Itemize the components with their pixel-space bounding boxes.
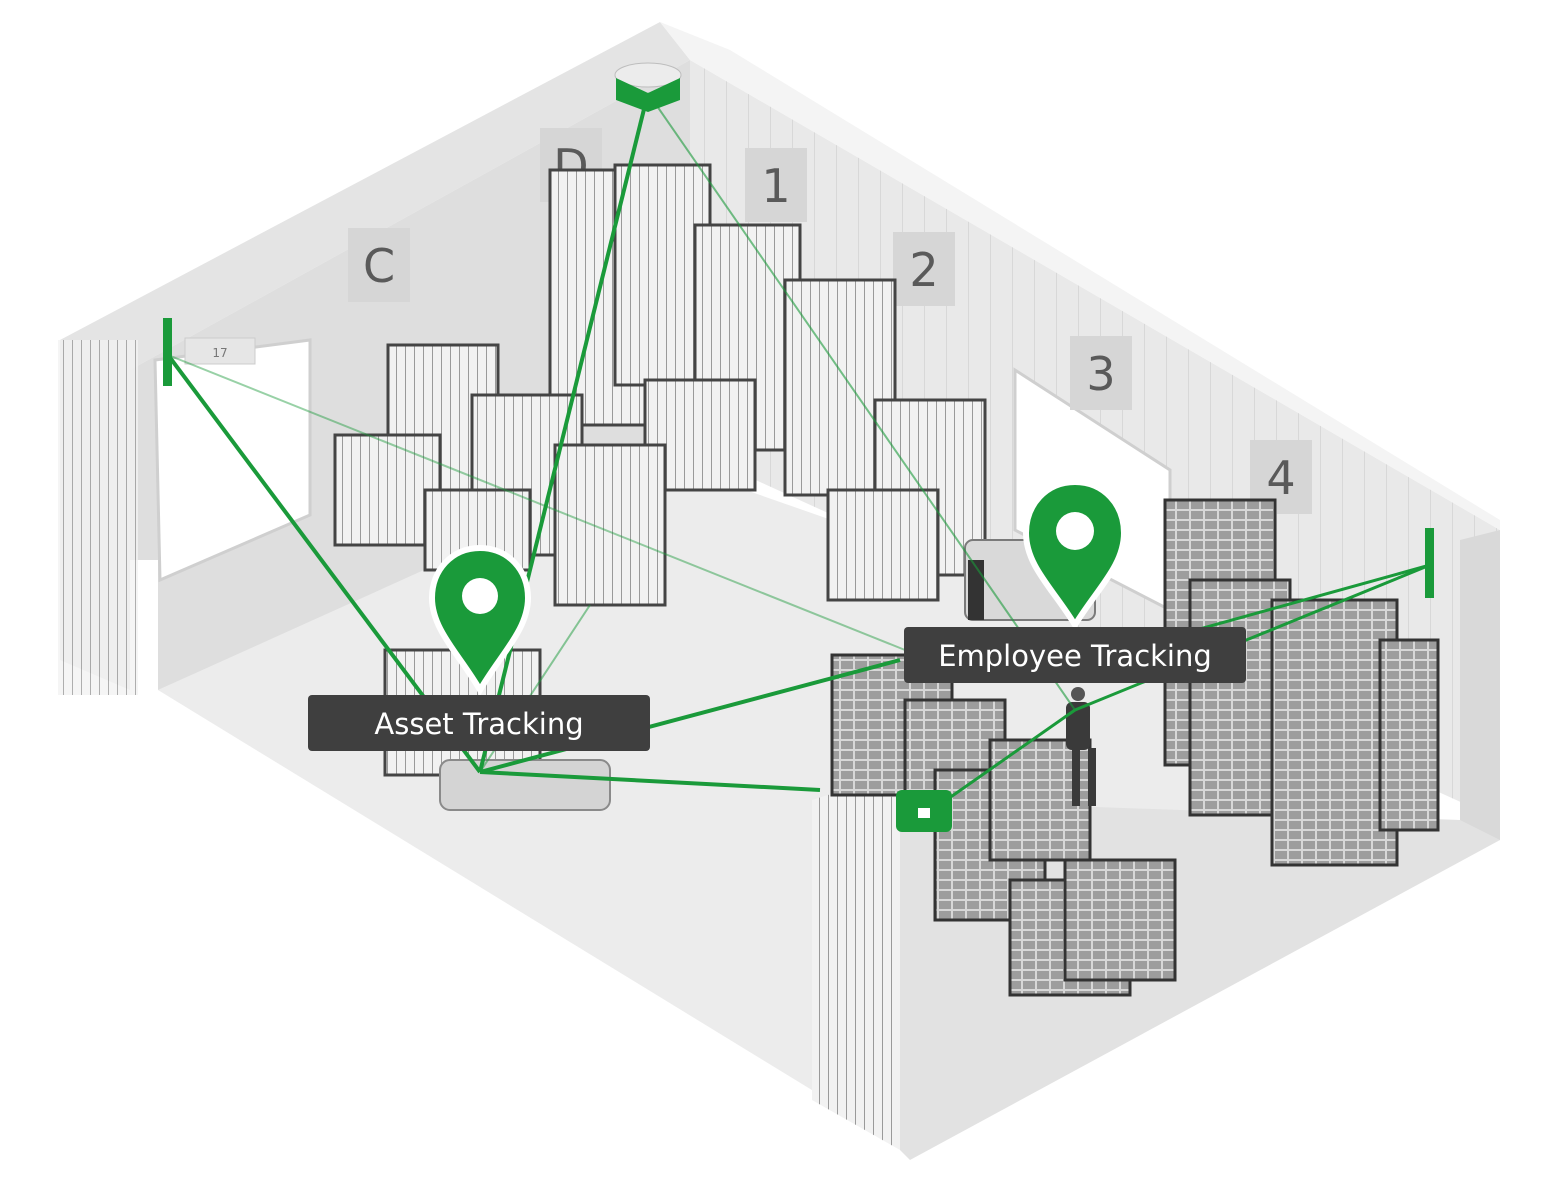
rack	[1063, 858, 1177, 982]
rack	[333, 433, 442, 547]
ceiling-anchor-icon	[614, 62, 682, 112]
wall-anchor-right-icon	[1425, 528, 1434, 598]
zone-sign-c: C	[348, 228, 410, 302]
asset-location-pin-icon	[428, 544, 532, 697]
dock-sign-1: 1	[745, 148, 807, 222]
employee-tracking-label: Employee Tracking	[938, 639, 1212, 673]
employee-location-pin-icon	[1022, 478, 1128, 631]
rack	[1378, 638, 1440, 832]
rack	[553, 443, 667, 607]
svg-text:C: C	[363, 239, 395, 293]
floor-anchor-icon	[896, 790, 952, 832]
svg-text:2: 2	[909, 243, 938, 297]
svg-text:1: 1	[761, 159, 790, 213]
employee-tracking-callout: Employee Tracking	[904, 627, 1246, 683]
dock-sign-2: 2	[893, 232, 955, 306]
left-wall-end	[58, 340, 138, 695]
rack	[1270, 598, 1399, 867]
svg-text:3: 3	[1086, 347, 1115, 401]
asset-tracking-label: Asset Tracking	[374, 707, 583, 741]
left-doorway	[153, 338, 312, 583]
dock-sign-3: 3	[1070, 336, 1132, 410]
svg-text:4: 4	[1266, 451, 1295, 505]
asset-tracking-callout: Asset Tracking	[308, 695, 650, 751]
rack	[826, 488, 940, 602]
svg-text:17: 17	[212, 346, 227, 360]
door-sign: 17	[184, 337, 256, 365]
front-partition-wall	[812, 785, 900, 1150]
wall-anchor-left-icon	[163, 318, 172, 386]
tracking-signal-lines	[166, 92, 1431, 817]
worker-figure	[1066, 687, 1096, 806]
